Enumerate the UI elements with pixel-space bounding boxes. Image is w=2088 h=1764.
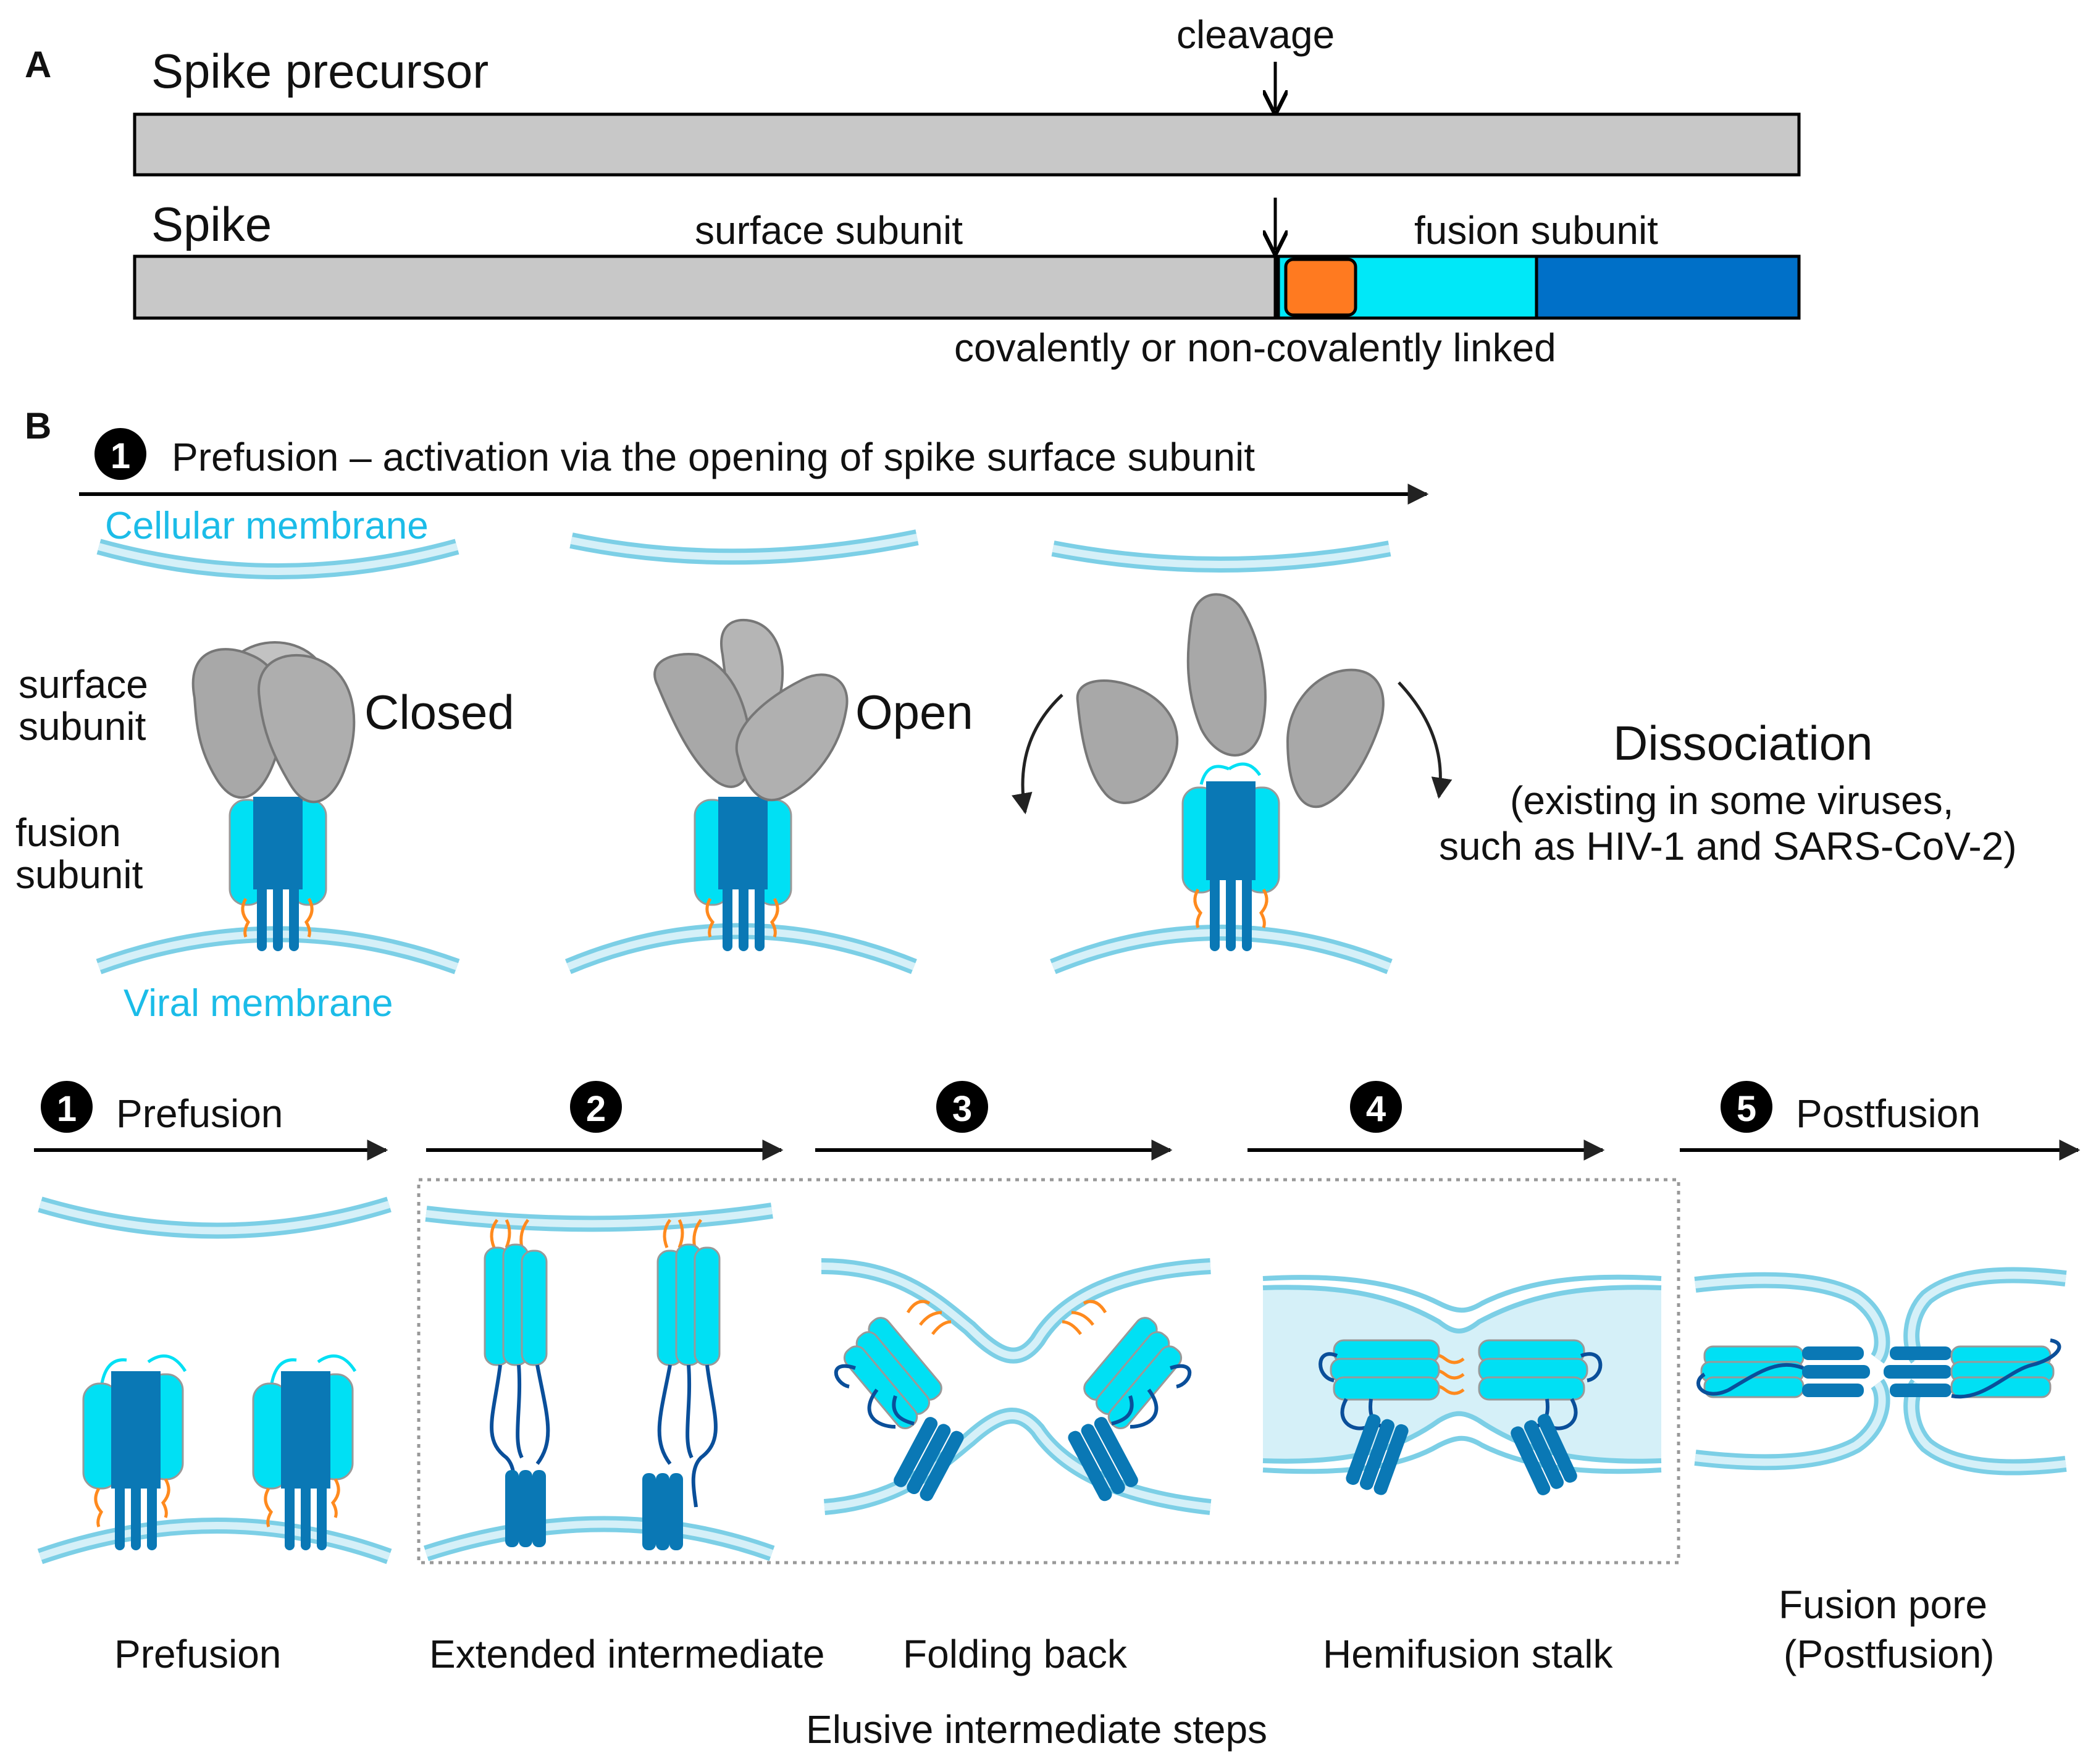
linkage-label: covalently or non-covalently linked (954, 326, 1556, 370)
dissociated-spike (1012, 593, 1453, 951)
folding-trimer-left (834, 1300, 964, 1502)
top-step-marker: 1 (94, 428, 146, 480)
extended-intermediate (424, 1203, 775, 1561)
surface-subunit-segment (133, 254, 1277, 320)
surface-subunit-side-label-2: subunit (19, 704, 146, 749)
pore-trimer-left (1696, 1345, 1870, 1398)
spike-bar (133, 254, 1801, 320)
hemifusion-stalk (1262, 1274, 1662, 1495)
closed-spike (191, 641, 356, 951)
closed-surface-subunits (191, 641, 356, 804)
spike-label: Spike (151, 197, 272, 251)
step-3: 3 (815, 1081, 1173, 1161)
closed-fusion-trimer (229, 797, 327, 951)
dissociated-fusion-trimer (1181, 762, 1280, 951)
step-1-label: Prefusion (116, 1091, 283, 1136)
caption-hemifusion: Hemifusion stalk (1323, 1632, 1614, 1676)
fusion-subunit-side-label-1: fusion (15, 810, 121, 855)
elusive-steps-label: Elusive intermediate steps (806, 1707, 1267, 1752)
spike-precursor-label: Spike precursor (151, 44, 488, 98)
hemifusion-trimer-right (1478, 1339, 1603, 1495)
dissociation-left-arrow (1012, 694, 1063, 815)
panel-a-label: A (25, 44, 51, 85)
open-spike (653, 618, 849, 951)
svg-text:4: 4 (1366, 1089, 1386, 1129)
top-arrow-label: Prefusion – activation via the opening o… (172, 435, 1255, 479)
dissociated-surface-subunits (1076, 593, 1385, 808)
spike-precursor-bar (133, 112, 1801, 177)
fusion-subunit-side-label-2: subunit (15, 852, 143, 897)
extended-trimer-right (642, 1219, 721, 1550)
svg-text:1: 1 (111, 436, 130, 476)
caption-extended: Extended intermediate (429, 1632, 824, 1676)
caption-folding: Folding back (903, 1632, 1128, 1676)
svg-text:2: 2 (586, 1089, 606, 1129)
step-1: 1 Prefusion (34, 1081, 388, 1161)
open-surface-subunits (653, 618, 849, 802)
bottom-prefusion-trimer-right (252, 1354, 357, 1550)
svg-text:1: 1 (57, 1089, 77, 1129)
fusion-pore (1694, 1267, 2067, 1476)
pore-trimer-right (1884, 1338, 2061, 1399)
surface-subunit-label: surface subunit (695, 208, 963, 253)
bottom-prefusion-trimer-left (82, 1354, 187, 1550)
step-arrows: 1 Prefusion 2 3 4 5 Postfusion (34, 1081, 2081, 1161)
open-label: Open (855, 685, 973, 739)
svg-text:5: 5 (1737, 1089, 1756, 1129)
caption-prefusion: Prefusion (114, 1632, 281, 1676)
top-cellular-membranes (96, 529, 1391, 579)
step-2: 2 (426, 1081, 784, 1161)
step-5-label: Postfusion (1796, 1091, 1981, 1136)
viral-membrane-label: Viral membrane (124, 982, 393, 1025)
hemifusion-trimer-left (1319, 1339, 1465, 1495)
dissociation-right-arrow (1398, 681, 1453, 799)
surface-subunit-side-label-1: surface (19, 662, 148, 707)
bottom-prefusion (37, 1196, 392, 1564)
svg-text:3: 3 (952, 1089, 972, 1129)
caption-pore-2: (Postfusion) (1784, 1632, 1994, 1676)
folding-trimer-right (1062, 1300, 1192, 1502)
cellular-membrane-label: Cellular membrane (105, 505, 429, 547)
panel-b-label: B (25, 405, 51, 447)
step-4: 4 (1247, 1081, 1605, 1161)
dissociation-note-1: (existing in some viruses, (1510, 778, 1953, 823)
dissociation-note-2: such as HIV-1 and SARS-CoV-2) (1439, 824, 2017, 868)
open-fusion-trimer (694, 797, 792, 951)
folding-back (821, 1258, 1212, 1515)
caption-pore-1: Fusion pore (1779, 1582, 1987, 1627)
extended-trimer-left (484, 1219, 550, 1547)
cleavage-label: cleavage (1176, 12, 1335, 57)
fusion-subunit-label: fusion subunit (1414, 208, 1658, 253)
dissociation-title: Dissociation (1613, 716, 1873, 770)
closed-label: Closed (364, 685, 514, 739)
fusion-blue-segment (1535, 254, 1801, 320)
fusion-peptide-segment (1284, 258, 1357, 317)
step-5: 5 Postfusion (1680, 1081, 2081, 1161)
